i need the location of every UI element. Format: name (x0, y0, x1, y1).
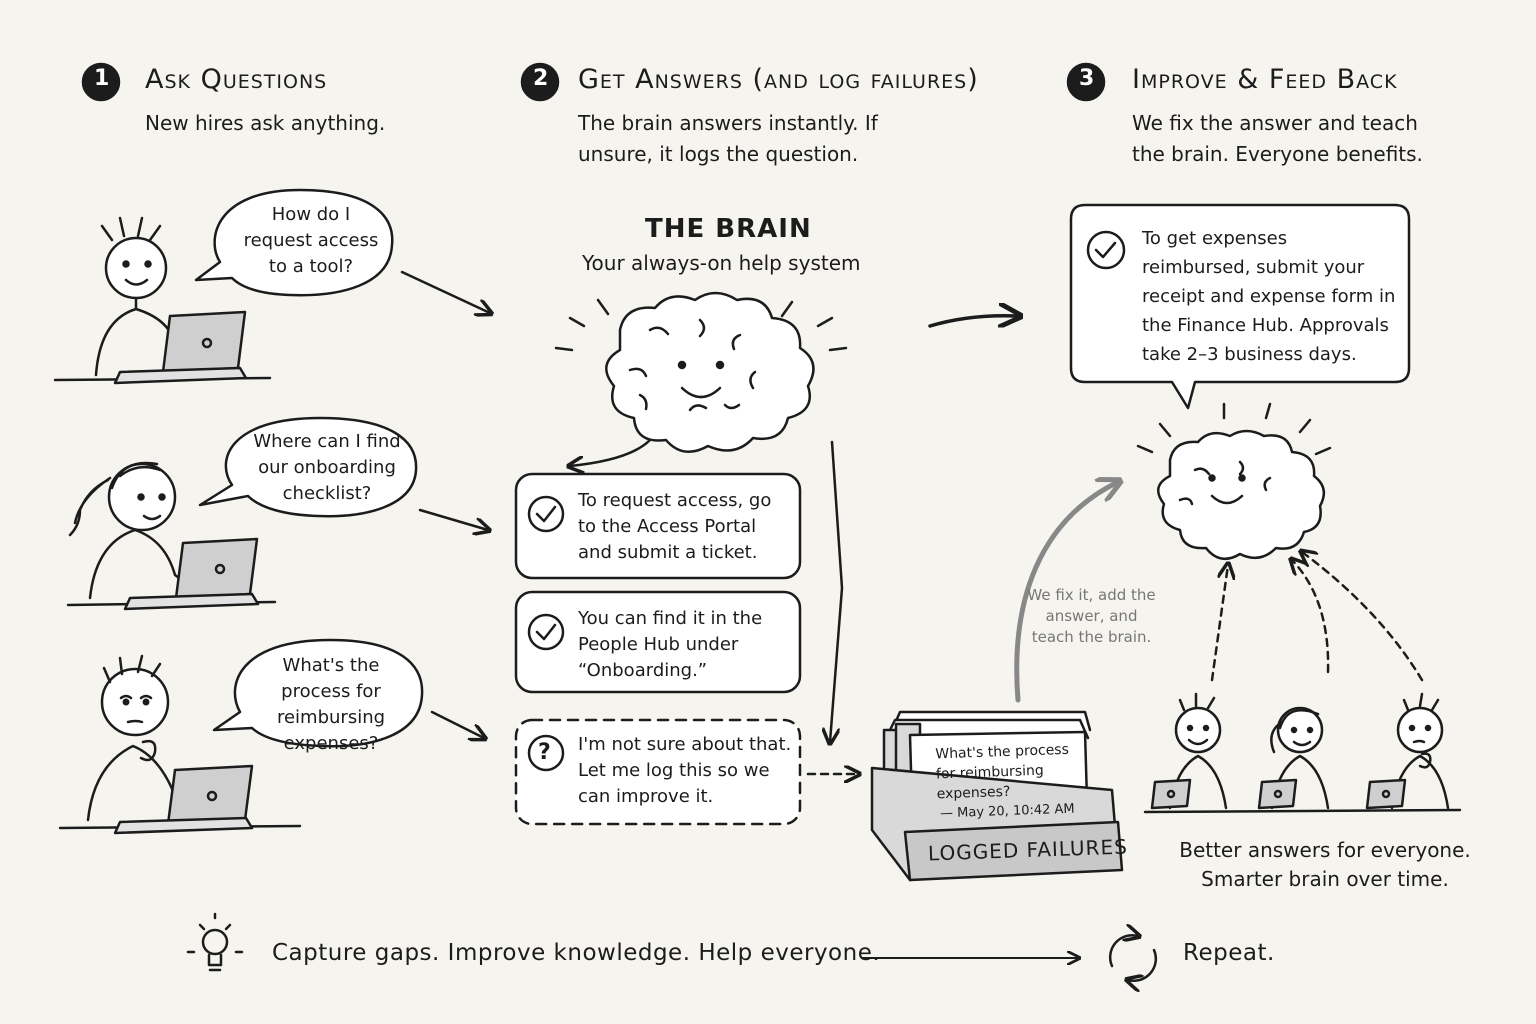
brain-to-log-arrow (830, 440, 844, 742)
step-1-number: 1 (94, 66, 111, 91)
step-badge-3 (1066, 62, 1106, 102)
step-3-title: Improve & Feed Back (1132, 64, 1398, 95)
answer-card-3 (514, 718, 802, 826)
arrow-question-1 (400, 270, 490, 313)
step-badge-2 (520, 62, 560, 102)
answer-text-2: You can find it in the People Hub under … (578, 608, 763, 681)
fix-feedback-arrow (1014, 482, 1118, 703)
question-text-2: Where can I find our onboarding checklis… (253, 431, 401, 504)
logged-failures-box (870, 710, 1124, 882)
question-bubble-1 (194, 188, 394, 297)
outcome-text: Better answers for everyone. Smarter bra… (1179, 838, 1471, 891)
answer-text-3: I'm not sure about that. Let me log this… (578, 734, 792, 807)
question-mark-glyph: ? (538, 740, 551, 765)
brain-title: THE BRAIN (645, 214, 812, 244)
new-hire-1 (53, 216, 272, 385)
answer-text-1: To request access, go to the Access Port… (578, 490, 772, 563)
lightbulb-icon (186, 912, 244, 972)
step-badge-1 (81, 62, 121, 102)
logged-card-text: What's the process for reimbursing expen… (935, 741, 1070, 803)
arrow-question-3 (430, 710, 484, 738)
answers-to-improve-arrow (928, 316, 1018, 326)
small-brain-icon (1136, 402, 1332, 561)
check-circle-icon (527, 495, 565, 533)
refresh-cycle-icon (1108, 935, 1158, 981)
step-2-number: 2 (533, 66, 550, 91)
step-1-title: Ask Questions (145, 64, 328, 95)
team-arrow-1 (1210, 565, 1228, 682)
footer-tagline: Capture gaps. Improve knowledge. Help ev… (272, 940, 881, 966)
improved-answer-bubble (1069, 203, 1411, 410)
question-bubble-2 (198, 416, 418, 518)
brain-subtitle: Your always-on help system (582, 251, 861, 275)
step-1-subtitle: New hires ask anything. (145, 111, 386, 135)
team-arrow-2 (1292, 560, 1330, 674)
fix-note: We fix it, add the answer, and teach the… (1027, 586, 1156, 646)
check-circle-icon (527, 613, 565, 651)
team-members (1143, 692, 1462, 814)
arrow-question-2 (418, 508, 488, 530)
answer-card-1 (514, 472, 802, 580)
question-text-1: How do I request access to a tool? (243, 204, 379, 277)
brain-to-answers-arrow (570, 438, 652, 466)
step-2-title: Get Answers (and log failures) (578, 64, 979, 95)
footer-repeat: Repeat. (1183, 940, 1275, 966)
question-text-3: What's the process for reimbursing expen… (276, 655, 386, 754)
new-hire-2 (66, 461, 277, 611)
answer-card-2 (514, 590, 802, 694)
step-3-subtitle: We fix the answer and teach the brain. E… (1132, 111, 1423, 166)
new-hire-3 (58, 654, 302, 835)
brain-icon (554, 291, 848, 453)
step-3-number: 3 (1079, 66, 1096, 91)
improved-answer-text: To get expenses reimbursed, submit your … (1142, 228, 1396, 365)
question-bubble-3 (212, 638, 424, 748)
team-arrow-3 (1302, 552, 1424, 682)
step-2-subtitle: The brain answers instantly. If unsure, … (578, 111, 878, 166)
question-circle-icon (527, 734, 565, 772)
